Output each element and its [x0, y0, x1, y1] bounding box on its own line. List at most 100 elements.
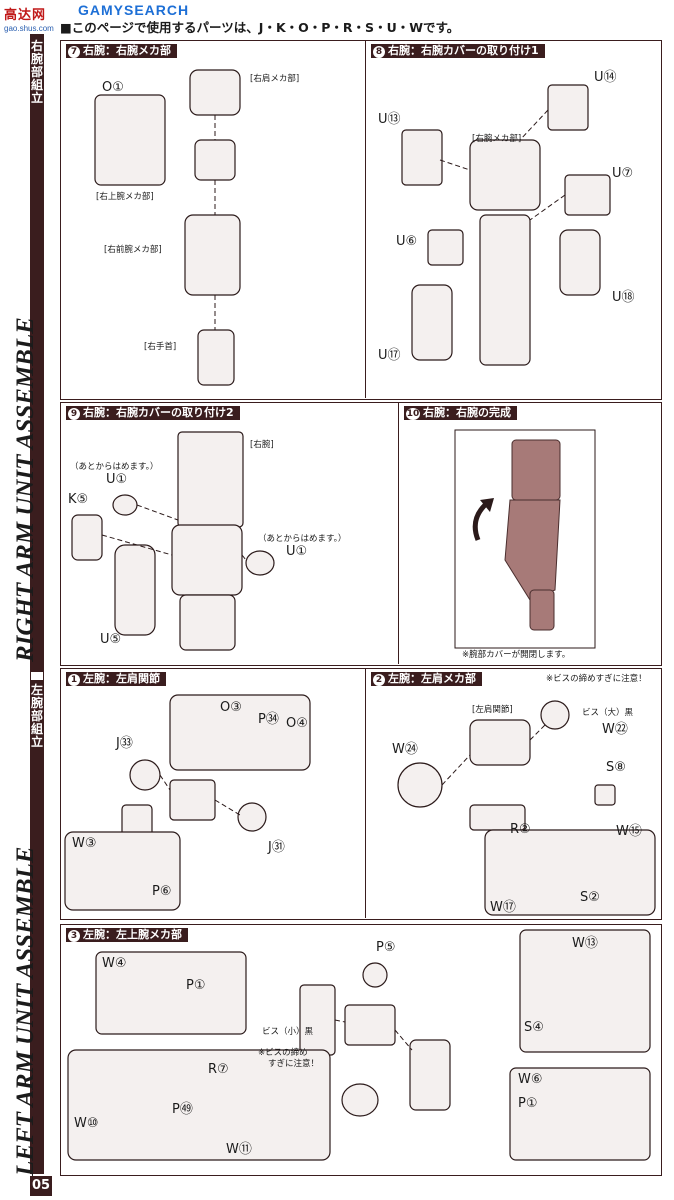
- divider: [365, 668, 366, 918]
- label-arm-mech: [右腕メカ部]: [472, 134, 522, 144]
- warning-screw-line1: ※ビスの締め: [258, 1048, 308, 1058]
- section-marker: [31, 672, 43, 680]
- arm-mech-lower: [479, 214, 531, 366]
- part-label-r2: R②: [510, 822, 531, 837]
- open-arrow-head: [480, 498, 494, 512]
- note-attach-later-right: （あとからはめます。）: [258, 534, 347, 544]
- part-w22: [540, 700, 570, 730]
- part-tray-o1: [94, 94, 166, 186]
- logo-text: 高达网: [4, 7, 47, 22]
- subassembly-r7-p49-w10-w11: [67, 1049, 331, 1161]
- logo-url: gao.shus.com: [4, 24, 54, 33]
- wrist-mech: [197, 329, 235, 386]
- part-label-s4: S④: [524, 1020, 544, 1035]
- cover-u13: [401, 129, 443, 186]
- subassembly-w4-p1: [95, 951, 247, 1035]
- part-label-u14: U⑭: [594, 70, 617, 85]
- shoulder-mech: [189, 69, 241, 116]
- part-label-p1-b: P①: [518, 1096, 538, 1111]
- part-w24: [397, 762, 443, 808]
- open-arrow: [472, 503, 487, 541]
- part-label-u18: U⑱: [612, 290, 635, 305]
- cover-u14: [547, 84, 589, 131]
- upper-arm-core: [344, 1004, 396, 1046]
- label-upper-arm-mech: [右上腕メカ部]: [96, 192, 154, 202]
- part-label-s2: S②: [580, 890, 600, 905]
- part-label-w10: W⑩: [74, 1116, 99, 1131]
- shoulder-joint-core: [169, 779, 216, 821]
- cover-u7: [564, 174, 611, 216]
- part-label-s8: S⑧: [606, 760, 626, 775]
- note-attach-later-left: （あとからはめます。）: [70, 462, 159, 472]
- part-j31: [237, 802, 267, 832]
- part-label-u1-right: U①: [286, 544, 308, 559]
- part-label-u1-left: U①: [106, 472, 128, 487]
- label-screw-small: ビス（小）黒: [262, 1027, 314, 1037]
- label-screw-large: ビス（大）黒: [582, 708, 634, 718]
- part-label-p34: P㉞: [258, 712, 279, 727]
- sidebar-bar: [30, 34, 44, 1174]
- part-label-o4: O④: [286, 716, 308, 731]
- cover-u6: [427, 229, 464, 266]
- right-arm-jp-title: 右腕部組立: [31, 39, 44, 105]
- part-label-u5: U⑤: [100, 632, 122, 647]
- part-label-o3: O③: [220, 700, 242, 715]
- panel-left-arm-top: [60, 668, 662, 920]
- part-label-r7: R⑦: [208, 1062, 229, 1077]
- part-j33: [129, 759, 161, 791]
- parts-used-note: ■このページで使用するパーツは、J・K・O・P・R・S・U・Wです。: [60, 20, 460, 35]
- part-label-u6: U⑥: [396, 234, 418, 249]
- elbow-joint: [341, 1083, 379, 1117]
- part-label-w6: W⑥: [518, 1072, 543, 1087]
- panel-left-arm-bottom: [60, 924, 662, 1176]
- part-label-w22: W㉒: [602, 722, 628, 737]
- label-wrist: [右手首]: [144, 342, 177, 352]
- cover-u18: [559, 229, 601, 296]
- left-arm-jp-title: 左腕部組立: [31, 683, 44, 749]
- part-label-w15: W⑮: [616, 824, 642, 839]
- panel-right-arm-top: [60, 40, 662, 400]
- part-label-p49: P㊾: [172, 1102, 193, 1117]
- subassembly-w3-p6: [64, 831, 181, 911]
- finished-hand: [529, 589, 555, 631]
- hand-assembled: [179, 594, 236, 651]
- site-watermark-logo: 高达网 gao.shus.com: [4, 4, 54, 33]
- part-k5: [71, 514, 103, 561]
- part-label-w3: W③: [72, 836, 97, 851]
- divider: [365, 40, 366, 398]
- part-label-u17: U⑰: [378, 348, 401, 363]
- upper-arm-mech: [194, 139, 236, 181]
- subassembly-w13-s4: [519, 929, 651, 1053]
- upper-arm-frame: [299, 984, 336, 1056]
- page-header: 高达网 gao.shus.com GAMYSEARCH ■このページで使用するパ…: [0, 0, 674, 35]
- page-number: 05: [30, 1176, 52, 1196]
- part-label-p5: P⑤: [376, 940, 396, 955]
- panel-right-arm-bottom: [60, 402, 662, 666]
- label-left-shoulder-joint: [左肩関節]: [472, 705, 513, 715]
- search-watermark: GAMYSEARCH: [78, 2, 190, 18]
- label-shoulder-mech: [右肩メカ部]: [250, 74, 300, 84]
- part-label-u13: U⑬: [378, 112, 401, 127]
- part-s8: [594, 784, 616, 806]
- part-p5: [362, 962, 388, 988]
- warning-screw-line2: すぎに注意！: [268, 1059, 320, 1069]
- part-u1-right: [245, 550, 275, 576]
- upper-arm-joint: [409, 1039, 451, 1111]
- part-label-w17: W⑰: [490, 900, 516, 915]
- finished-shoulder: [511, 439, 561, 501]
- arm-mech-body: [469, 139, 541, 211]
- part-label-w4: W④: [102, 956, 127, 971]
- part-label-j31: J㉛: [268, 840, 285, 855]
- part-label-j33: J㉝: [116, 736, 133, 751]
- part-label-w13: W⑬: [572, 936, 598, 951]
- part-label-p6: P⑥: [152, 884, 172, 899]
- part-u1-left: [112, 494, 138, 516]
